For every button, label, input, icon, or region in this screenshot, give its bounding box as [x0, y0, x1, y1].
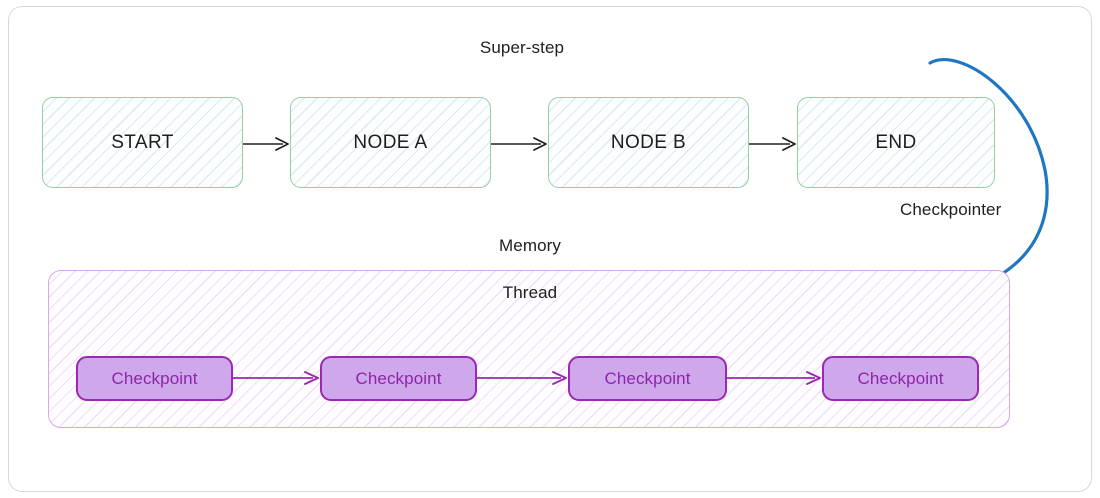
superstep-label: Super-step — [479, 38, 565, 57]
checkpoint-box-3[interactable]: Checkpoint — [568, 356, 727, 401]
arrow-right-icon-node-b-to-end — [749, 136, 797, 152]
graph-node-start-label: START — [111, 131, 174, 153]
checkpoint-box-1[interactable]: Checkpoint — [76, 356, 233, 401]
checkpoint-box-4[interactable]: Checkpoint — [822, 356, 979, 401]
graph-node-start[interactable]: START — [42, 97, 243, 188]
graph-node-a-label: NODE A — [353, 131, 428, 153]
arrow-right-icon-node-a-to-node-b — [491, 136, 548, 152]
thread-container — [48, 270, 1010, 428]
checkpoint-label-2: Checkpoint — [355, 368, 442, 388]
graph-node-b[interactable]: NODE B — [548, 97, 749, 188]
memory-label: Memory — [499, 236, 561, 255]
checkpointer-label: Checkpointer — [900, 200, 1002, 219]
checkpoint-box-2[interactable]: Checkpoint — [320, 356, 477, 401]
graph-node-b-label: NODE B — [610, 131, 687, 153]
arrow-right-icon-cp1-to-cp2 — [233, 370, 320, 386]
graph-node-a[interactable]: NODE A — [290, 97, 491, 188]
thread-label: Thread — [502, 283, 558, 302]
graph-node-end[interactable]: END — [797, 97, 995, 188]
checkpoint-label-4: Checkpoint — [857, 368, 944, 388]
arrow-right-icon-cp2-to-cp3 — [477, 370, 568, 386]
arrow-right-icon-cp3-to-cp4 — [727, 370, 822, 386]
graph-node-end-label: END — [875, 131, 917, 153]
checkpoint-label-1: Checkpoint — [111, 368, 198, 388]
arrow-right-icon-start-to-node-a — [243, 136, 290, 152]
checkpoint-label-3: Checkpoint — [604, 368, 691, 388]
